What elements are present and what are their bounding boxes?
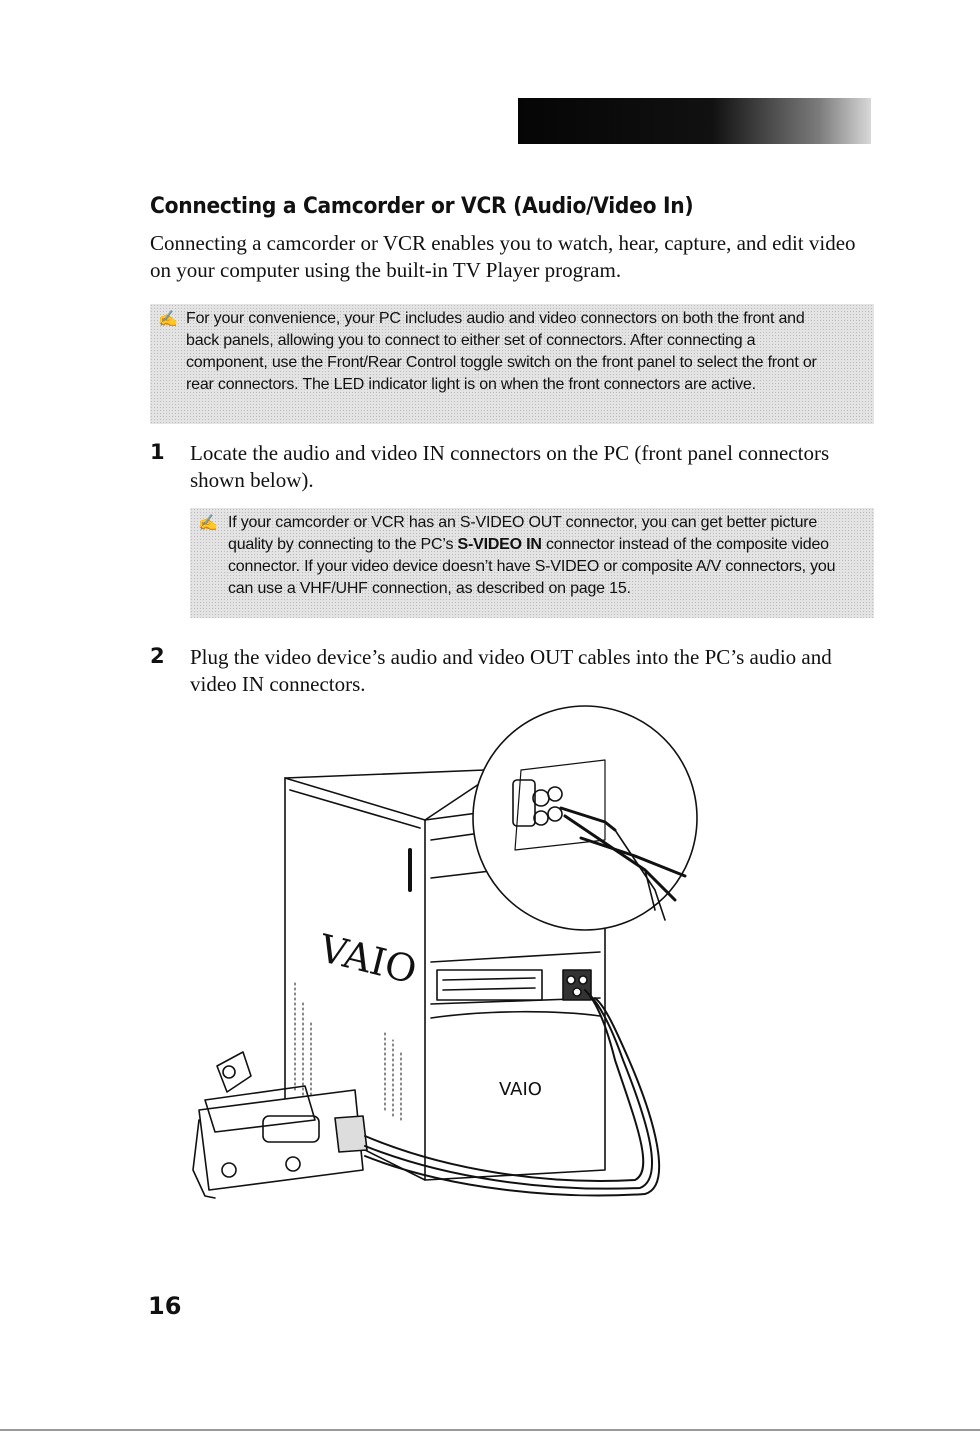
step-number: 1 xyxy=(150,440,165,464)
zoom-detail-circle xyxy=(472,705,698,931)
camcorder xyxy=(192,1051,368,1199)
front-connector-panel xyxy=(562,969,592,1001)
bottom-edge-line xyxy=(0,1429,980,1431)
av-cables xyxy=(364,989,661,1197)
step-text: Locate the audio and video IN connectors… xyxy=(190,441,830,492)
note-pencil-icon: ✍ xyxy=(158,311,178,328)
note-line: quality by connecting to the PC’s S-VIDE… xyxy=(228,534,868,556)
step-number: 2 xyxy=(150,644,165,668)
note-line: For your convenience, your PC includes a… xyxy=(186,310,805,327)
note-box-connectors: ✍ For your convenience, your PC includes… xyxy=(150,304,874,424)
note-line: rear connectors. The LED indicator light… xyxy=(186,376,756,393)
camcorder-connection-illustration: VAIO VAIO xyxy=(192,705,698,1199)
note-line: can use a VHF/UHF connection, as describ… xyxy=(228,580,631,597)
page-number: 16 xyxy=(148,1292,182,1320)
svideo-in-emphasis: S-VIDEO IN xyxy=(457,536,542,553)
note-text-part: quality by connecting to the PC’s xyxy=(228,536,458,553)
section-heading: Connecting a Camcorder or VCR (Audio/Vid… xyxy=(150,194,694,219)
intro-paragraph: Connecting a camcorder or VCR enables yo… xyxy=(150,231,856,282)
note-line: If your camcorder or VCR has an S-VIDEO … xyxy=(228,514,818,531)
chapter-tab-bar xyxy=(518,98,871,144)
step-text: Plug the video device’s audio and video … xyxy=(190,645,832,696)
note-line: connector. If your video device doesn’t … xyxy=(228,558,836,575)
note-line: back panels, allowing you to connect to … xyxy=(186,332,756,349)
note-box-svideo: ✍ If your camcorder or VCR has an S-VIDE… xyxy=(190,508,874,618)
vaio-logo-side: VAIO xyxy=(314,926,421,993)
vaio-logo-front: VAIO xyxy=(499,1079,542,1100)
note-text-part: connector instead of the composite video xyxy=(541,536,829,553)
note-line: component, use the Front/Rear Control to… xyxy=(186,354,817,371)
note-pencil-icon: ✍ xyxy=(198,515,218,532)
